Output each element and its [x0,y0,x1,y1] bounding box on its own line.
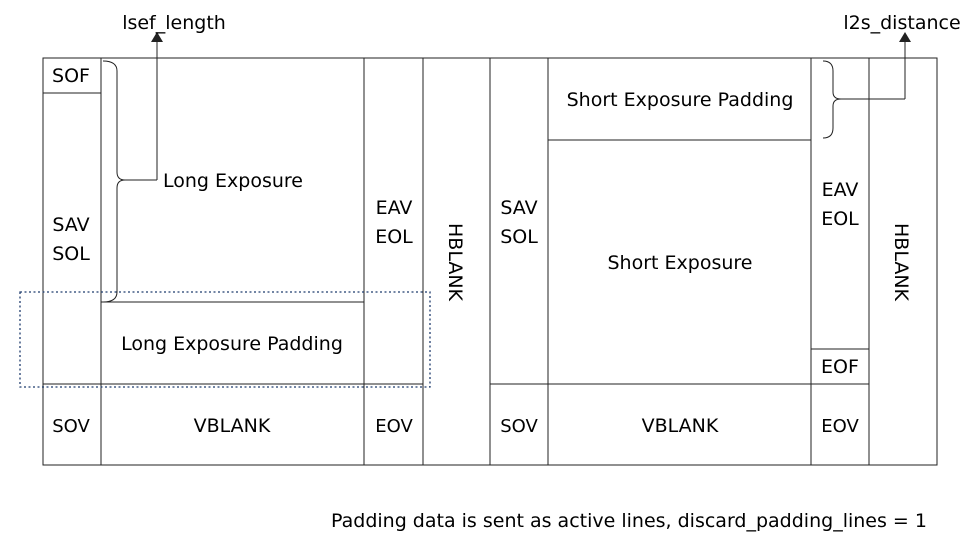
long-exposure-padding-label: Long Exposure Padding [121,333,343,355]
right-eof-label: EOF [821,356,859,378]
lsef-arrow-head [151,32,163,42]
right-eav-label: EAV [822,179,859,201]
right-vblank-label: VBLANK [642,415,719,437]
left-sol-label: SOL [52,243,90,265]
lsef-length-annotation: lsef_length [102,12,226,303]
left-eol-label: EOL [375,226,413,248]
left-eov-label: EOV [375,416,413,437]
left-sov-label: SOV [52,416,90,437]
lsef-length-label: lsef_length [122,12,226,34]
short-exposure-padding-label: Short Exposure Padding [567,89,794,111]
l2s-arrow-head [899,32,911,42]
left-hblank-label: HBLANK [444,223,466,302]
right-frame-outline [489,57,938,466]
left-vblank-label: VBLANK [194,415,271,437]
long-exposure-brace [102,60,157,303]
l2s-distance-annotation: l2s_distance [822,12,961,139]
footer-note: Padding data is sent as active lines, di… [331,510,927,532]
right-eol-label: EOL [821,208,859,230]
right-sov-label: SOV [500,416,538,437]
short-padding-brace [822,60,905,139]
left-sav-label: SAV [52,214,89,236]
right-sav-label: SAV [500,197,537,219]
short-exposure-label: Short Exposure [608,252,753,274]
right-sol-label: SOL [500,226,538,248]
long-exposure-label: Long Exposure [163,170,303,192]
left-eav-label: EAV [376,197,413,219]
right-hblank-label: HBLANK [890,223,912,302]
left-frame: SOF SAV SOL Long Exposure Long Exposure … [19,57,491,466]
right-frame: SAV SOL Short Exposure Padding Short Exp… [489,57,938,466]
right-eov-label: EOV [821,416,859,437]
l2s-distance-label: l2s_distance [843,12,960,34]
left-sof-label: SOF [52,65,90,87]
